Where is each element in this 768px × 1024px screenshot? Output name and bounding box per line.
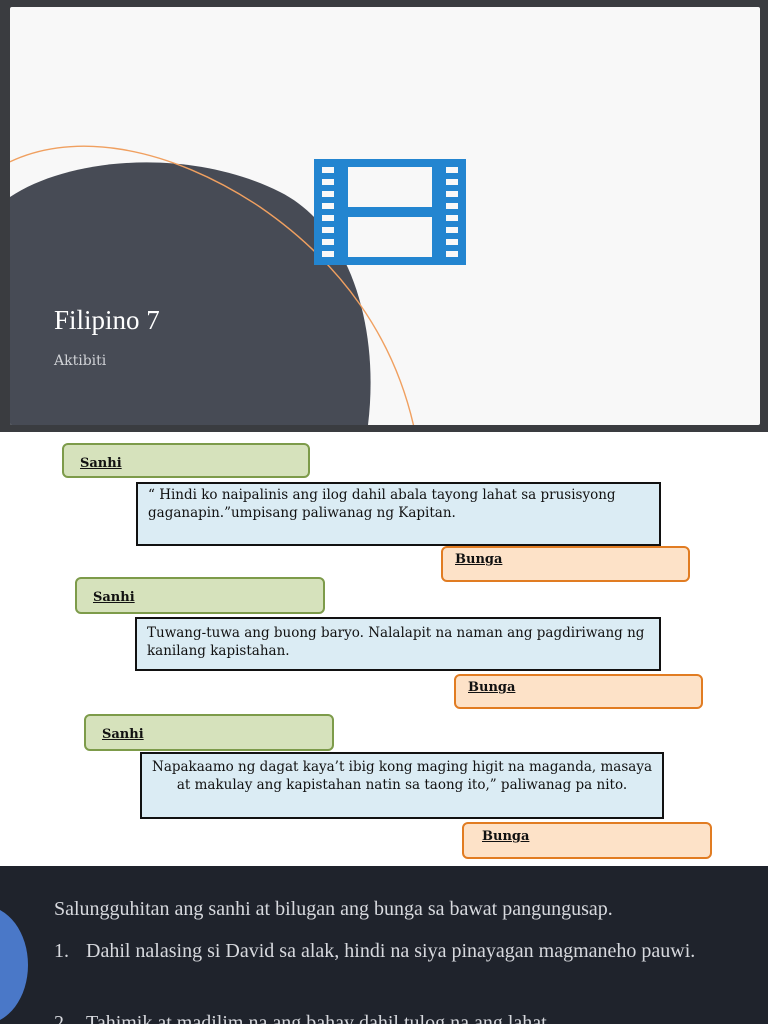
list-item: 1. Dahil nalasing si David sa alak, hind… <box>54 934 734 968</box>
quote-box: Tuwang-tuwa ang buong baryo. Nalalapit n… <box>135 617 661 671</box>
dark-blob-shape <box>10 162 371 425</box>
film-strip-icon <box>314 159 466 265</box>
instruction-text: Salungguhitan ang sanhi at bilugan ang b… <box>54 898 613 920</box>
bunga-box: Bunga <box>454 674 703 709</box>
decorative-blob <box>0 906 28 1024</box>
quote-box: “ Hindi ko naipalinis ang ilog dahil aba… <box>136 482 661 546</box>
slide-subtitle: Aktibiti <box>54 353 107 369</box>
item-number: 1. <box>54 940 69 962</box>
sanhi-box: Sanhi <box>75 577 325 614</box>
bunga-box: Bunga <box>462 822 712 859</box>
accent-curve-line <box>10 145 415 425</box>
sanhi-box: Sanhi <box>62 443 310 478</box>
sanhi-box: Sanhi <box>84 714 334 751</box>
item-text: Dahil nalasing si David sa alak, hindi n… <box>86 940 696 962</box>
list-item: 2. Tahimik at madilim na ang bahay dahil… <box>54 1006 734 1024</box>
decorative-shapes <box>10 145 415 425</box>
bunga-box: Bunga <box>441 546 690 582</box>
slide-title: Filipino 7 <box>54 305 160 335</box>
item-text: Tahimik at madilim na ang bahay dahil tu… <box>86 1012 552 1024</box>
exercise-slide: Salungguhitan ang sanhi at bilugan ang b… <box>0 866 768 1024</box>
activity-slide: Sanhi “ Hindi ko naipalinis ang ilog dah… <box>0 432 768 866</box>
title-slide: Filipino 7 Aktibiti <box>0 0 768 432</box>
title-slide-canvas: Filipino 7 Aktibiti <box>10 7 760 425</box>
item-number: 2. <box>54 1012 69 1024</box>
quote-box: Napakaamo ng dagat kaya’t ibig kong magi… <box>140 752 664 819</box>
